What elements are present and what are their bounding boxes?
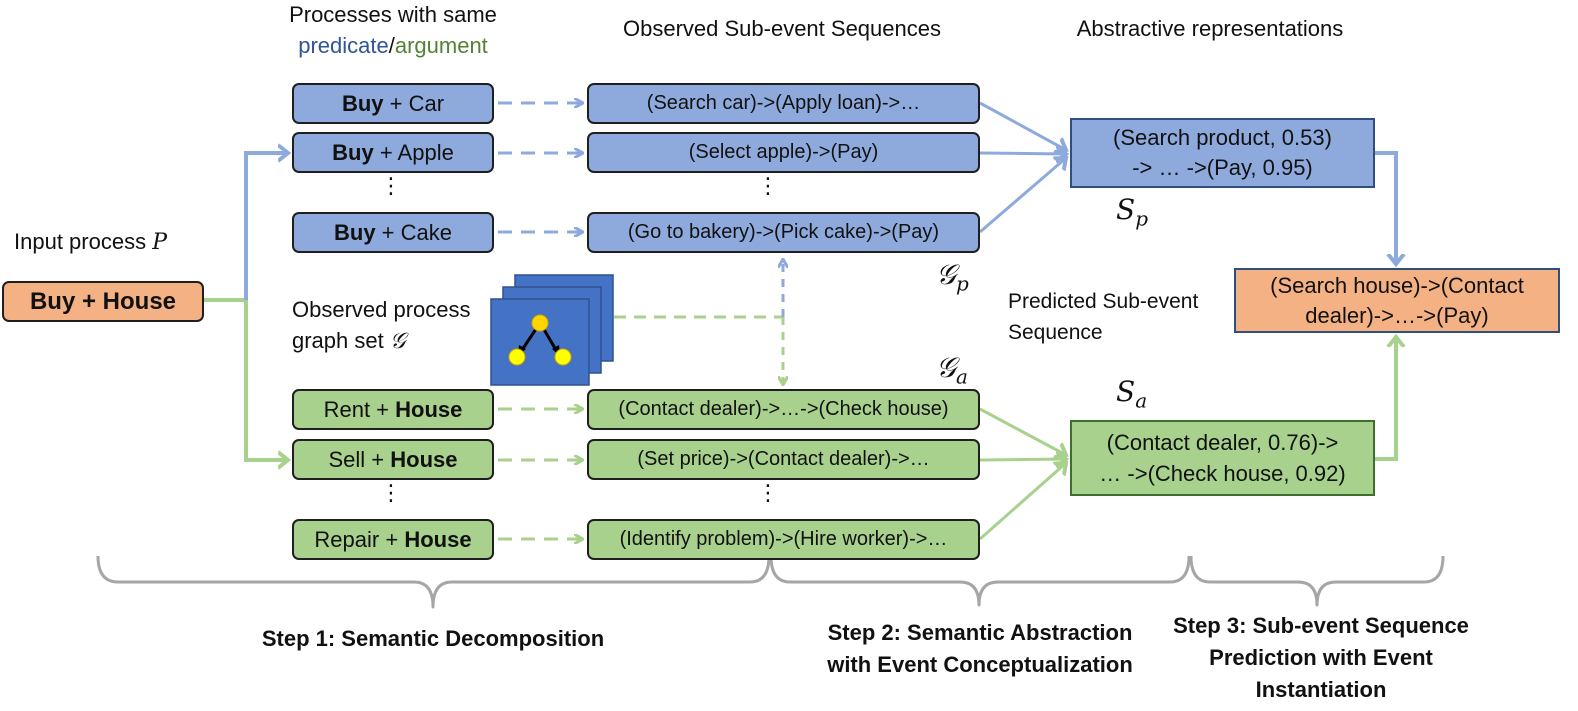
- input-branch-arrows: [204, 153, 288, 460]
- argument-process-3-plain: Repair +: [314, 527, 405, 552]
- abstract-predicate-line2: -> … ->(Pay, 0.95): [1132, 155, 1313, 180]
- predicate-process-2-bold: Buy: [332, 140, 374, 165]
- abstract-predicate-line1: (Search product, 0.53): [1113, 125, 1332, 150]
- step3-brace: [1189, 555, 1445, 607]
- predicted-sequence-line1: (Search house)->(Contact: [1270, 272, 1524, 298]
- argument-word: argument: [394, 33, 488, 58]
- input-process-text: Input process: [14, 229, 153, 254]
- abstract-argument-box: (Contact dealer, 0.76)-> … ->(Check hous…: [1070, 420, 1375, 496]
- predicate-process-ellipsis: ⋮: [380, 173, 402, 198]
- graph-set-label-line2: graph set 𝒢: [292, 325, 471, 357]
- ga-symbol: 𝒢a: [936, 351, 968, 389]
- step3-label: Step 3: Sub-event Sequence Prediction wi…: [1160, 610, 1482, 706]
- argument-process-3-bold: House: [404, 527, 472, 552]
- argument-process-2: Sell + House: [292, 439, 494, 480]
- gp-symbol-sub: p: [955, 271, 969, 296]
- abstractive-header: Abstractive representations: [1076, 16, 1344, 41]
- step2-label: Step 2: Semantic Abstraction with Event …: [800, 617, 1160, 681]
- sp-symbol: Sp: [1116, 193, 1148, 231]
- predicate-process-3-bold: Buy: [334, 220, 376, 245]
- predicate-sequence-1: (Search car)->(Apply loan)->…: [587, 83, 980, 124]
- graph-set-connectors: [614, 260, 783, 384]
- predicted-sequence-box: (Search house)->(Contact dealer)->…->(Pa…: [1234, 268, 1560, 333]
- argument-process-1-bold: House: [395, 397, 463, 422]
- sp-symbol-sub: p: [1135, 206, 1148, 231]
- predicate-sequence-ellipsis: ⋮: [757, 173, 779, 198]
- argument-process-1: Rent + House: [292, 389, 494, 430]
- step1-brace: [96, 555, 771, 609]
- argument-process-ellipsis: ⋮: [380, 480, 402, 505]
- step2-label-line2: with Event Conceptualization: [827, 652, 1133, 677]
- predicate-process-1: Buy + Car: [292, 83, 494, 124]
- processes-header: Processes with same predicate/argument: [270, 1, 516, 60]
- gp-symbol: 𝒢p: [936, 258, 969, 296]
- step1-label: Step 1: Semantic Decomposition: [261, 626, 605, 651]
- sa-symbol-main: S: [1116, 375, 1136, 408]
- graph-set-symbol: 𝒢: [389, 329, 406, 354]
- argument-process-2-plain: Sell +: [328, 447, 391, 472]
- ga-symbol-main: 𝒢: [936, 351, 956, 384]
- graph-set-label: Observed process graph set 𝒢: [292, 294, 471, 357]
- step3-label-line1: Step 3: Sub-event Sequence: [1173, 613, 1469, 638]
- observed-sequences-header: Observed Sub-event Sequences: [623, 16, 941, 41]
- slash: /: [388, 33, 395, 58]
- predicate-sequence-3: (Go to bakery)->(Pick cake)->(Pay): [587, 212, 980, 253]
- sa-symbol: Sa: [1116, 375, 1147, 413]
- argument-sequence-3: (Identify problem)->(Hire worker)->…: [587, 519, 980, 560]
- ga-symbol-sub: a: [955, 364, 968, 389]
- process-to-sequence-arrows: [498, 103, 582, 539]
- sequence-to-abstraction-arrows: [979, 101, 1066, 541]
- predicted-label: Predicted Sub-event Sequence: [1008, 286, 1198, 348]
- graph-stack-icon: [490, 274, 614, 386]
- input-process-symbol: P: [152, 230, 167, 255]
- predicate-process-3-rest: + Cake: [375, 220, 452, 245]
- step2-label-line1: Step 2: Semantic Abstraction: [827, 620, 1133, 645]
- processes-header-line1: Processes with same: [289, 2, 497, 27]
- predicate-process-2: Buy + Apple: [292, 132, 494, 173]
- input-process-box: Buy + House: [2, 281, 204, 322]
- graph-set-label-text: graph set: [292, 328, 390, 353]
- processes-header-line2: predicate/argument: [270, 32, 516, 60]
- abstract-predicate-box: (Search product, 0.53) -> … ->(Pay, 0.95…: [1070, 118, 1375, 188]
- abstract-argument-line1: (Contact dealer, 0.76)->: [1106, 430, 1339, 455]
- abstract-argument-line2: … ->(Check house, 0.92): [1099, 461, 1346, 486]
- input-process-label: Input process P: [14, 226, 167, 258]
- step2-brace: [769, 555, 1191, 607]
- predicted-label-line2: Sequence: [1008, 321, 1103, 344]
- abstraction-to-prediction-arrows: [1374, 151, 1396, 461]
- predicate-process-1-rest: + Car: [383, 91, 445, 116]
- sp-symbol-main: S: [1116, 193, 1136, 226]
- step3-label-line2: Prediction with Event: [1209, 645, 1433, 670]
- step3-label-line3: Instantiation: [1255, 677, 1387, 702]
- gp-symbol-main: 𝒢: [936, 258, 956, 291]
- argument-sequence-ellipsis: ⋮: [757, 480, 779, 505]
- argument-process-2-bold: House: [390, 447, 458, 472]
- predicate-process-2-rest: + Apple: [373, 140, 454, 165]
- argument-process-3: Repair + House: [292, 519, 494, 560]
- predicted-label-line1: Predicted Sub-event: [1008, 290, 1199, 313]
- argument-sequence-1: (Contact dealer)->…->(Check house): [587, 389, 980, 430]
- step-braces: [96, 555, 1445, 609]
- sa-symbol-sub: a: [1135, 388, 1148, 413]
- predicate-sequence-2: (Select apple)->(Pay): [587, 132, 980, 173]
- graph-set-label-line1: Observed process: [292, 297, 471, 322]
- predicted-sequence-line2: dealer)->…->(Pay): [1305, 302, 1489, 328]
- predicate-process-3: Buy + Cake: [292, 212, 494, 253]
- argument-process-1-plain: Rent +: [323, 397, 396, 422]
- predicate-process-1-bold: Buy: [341, 91, 384, 116]
- predicate-word: predicate: [298, 33, 389, 58]
- argument-sequence-2: (Set price)->(Contact dealer)->…: [587, 439, 980, 480]
